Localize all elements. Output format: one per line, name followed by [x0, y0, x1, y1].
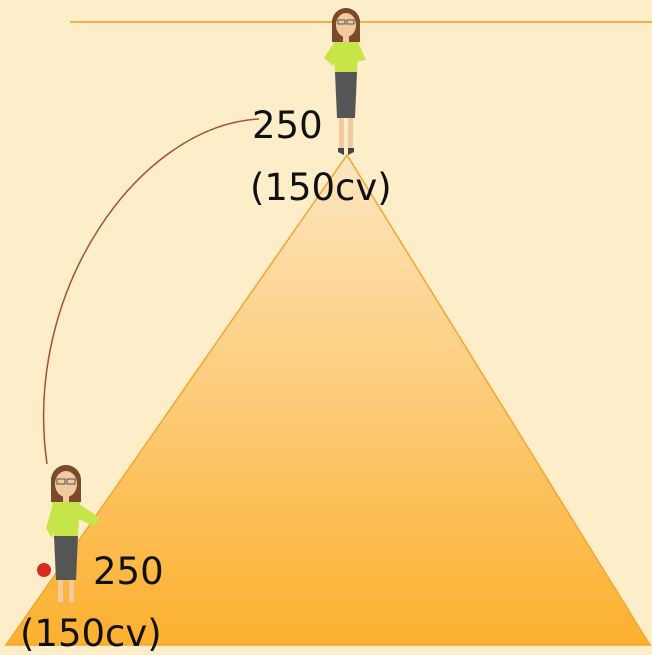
top-node-value: 250 — [252, 104, 323, 147]
bottom-node-value: 250 — [93, 550, 164, 593]
person-icon-bottom — [37, 465, 100, 602]
connector-arc — [42, 118, 260, 465]
top-node-cv: (150cv) — [250, 166, 392, 209]
pyramid-triangle — [4, 153, 652, 646]
bottom-node-cv: (150cv) — [20, 612, 162, 655]
person-icon-top — [324, 8, 366, 155]
